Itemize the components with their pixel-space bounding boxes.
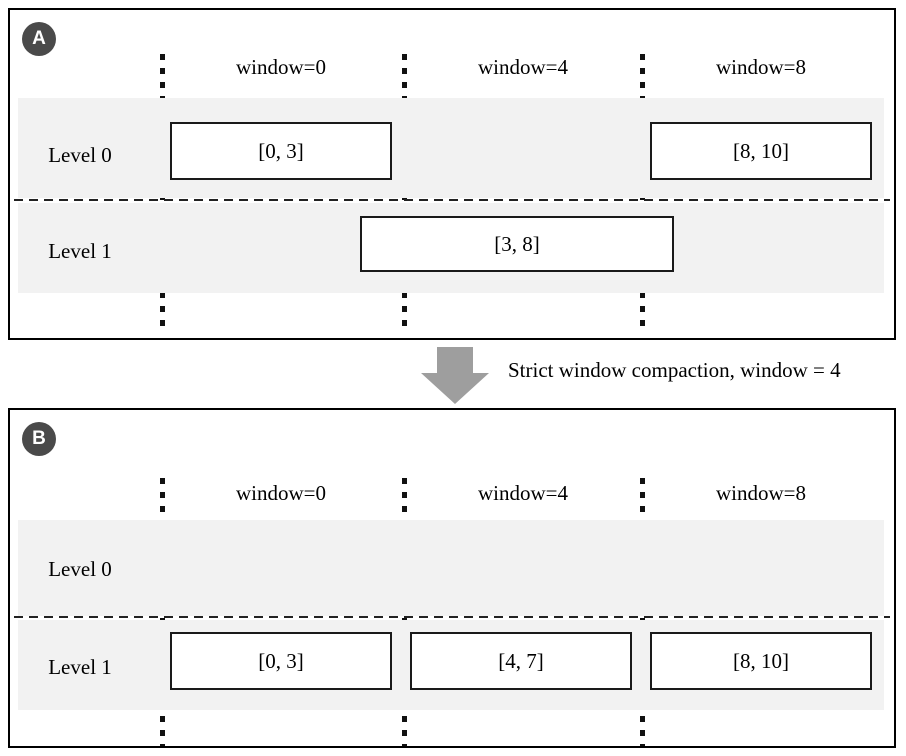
interval-box-3-8: [3, 8]	[360, 216, 674, 272]
panel-b-badge: B	[22, 422, 56, 456]
level-divider	[14, 616, 890, 618]
header-window-4: window=4	[477, 55, 568, 79]
down-arrow-head-icon	[421, 373, 489, 404]
level-0-band	[18, 520, 884, 616]
level-1-label: Level 1	[48, 239, 112, 263]
level-0-label: Level 0	[48, 557, 112, 581]
header-window-4: window=4	[477, 481, 568, 505]
panel-a: A window=0 window=4 window=8 Level 0 [0,…	[8, 8, 896, 340]
panel-b: B window=0 window=4 window=8 Level 0 Lev…	[8, 408, 896, 748]
down-arrow-icon	[437, 347, 473, 373]
header-window-0: window=0	[235, 55, 326, 79]
header-window-8: window=8	[715, 55, 806, 79]
panel-b-badge-label: B	[32, 428, 46, 449]
level-1-label: Level 1	[48, 655, 112, 679]
interval-box-4-7: [4, 7]	[410, 632, 632, 690]
level-divider	[14, 199, 890, 201]
interval-box-8-10: [8, 10]	[650, 632, 872, 690]
header-window-0: window=0	[235, 481, 326, 505]
interval-box-8-10: [8, 10]	[650, 122, 872, 180]
level-0-label: Level 0	[48, 143, 112, 167]
header-window-8: window=8	[715, 481, 806, 505]
panel-a-badge-label: A	[32, 28, 46, 49]
transition-label: Strict window compaction, window = 4	[508, 358, 841, 382]
interval-box-0-3: [0, 3]	[170, 122, 392, 180]
panel-a-badge: A	[22, 22, 56, 56]
interval-box-0-3: [0, 3]	[170, 632, 392, 690]
